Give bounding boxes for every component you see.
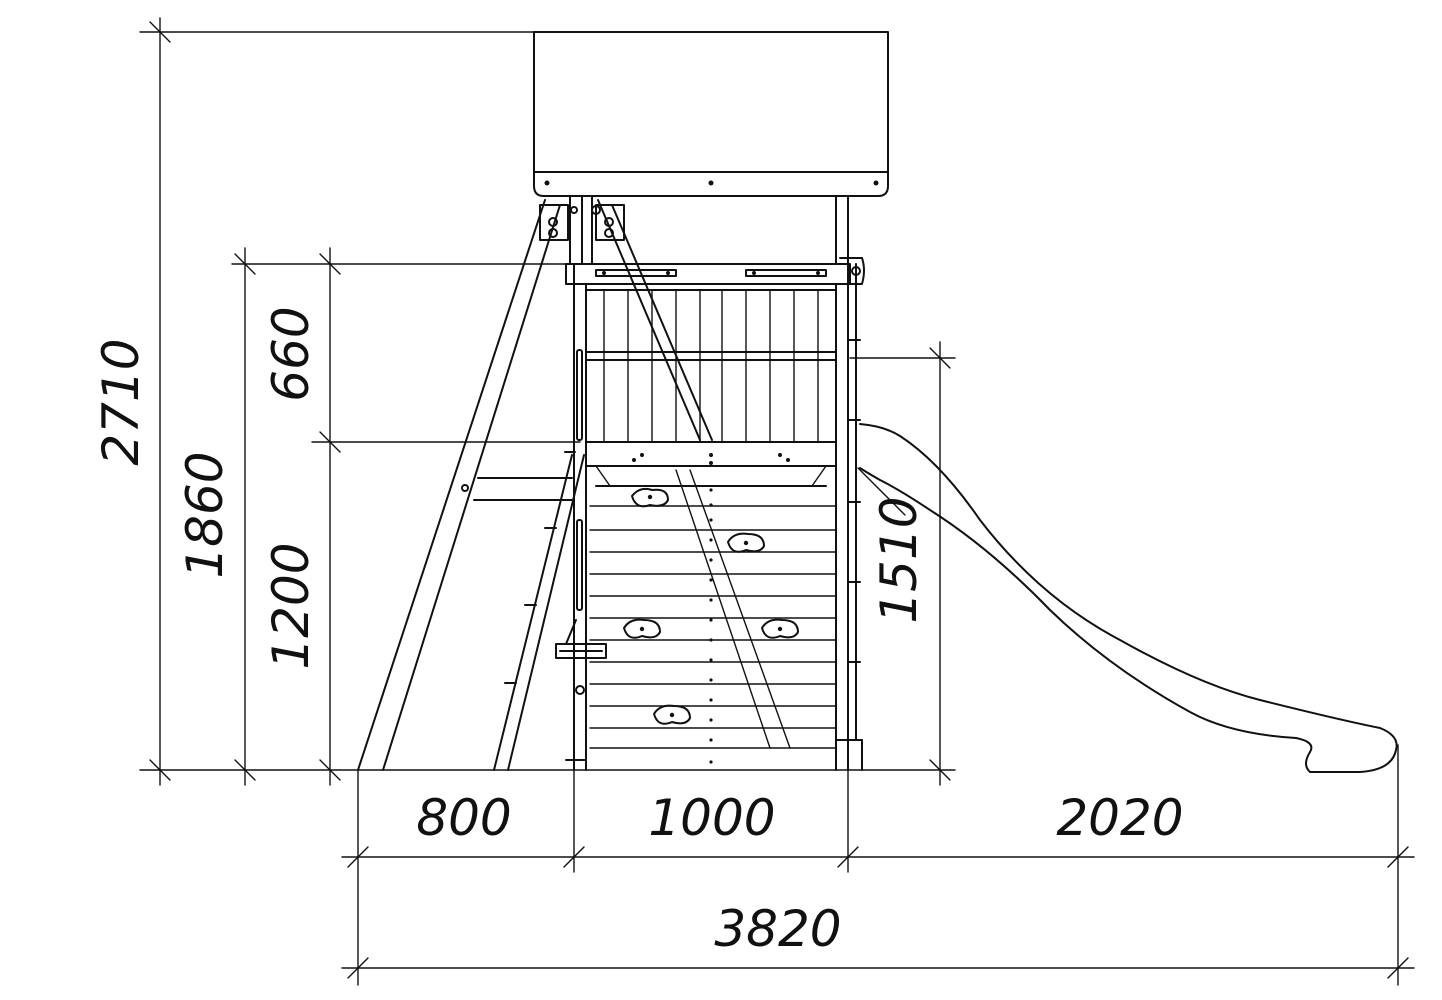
climbing-hold-1 bbox=[631, 487, 669, 508]
dimension-labels: 2710 1860 660 1200 1510 800 1000 2020 38… bbox=[92, 306, 1184, 958]
roof-canopy bbox=[533, 31, 889, 197]
climbing-hold-4 bbox=[761, 618, 799, 639]
dim-slide-height: 1510 bbox=[870, 496, 928, 623]
dim-center-width: 1000 bbox=[648, 789, 775, 847]
dimension-lines bbox=[139, 17, 1415, 986]
dim-total-width: 3820 bbox=[714, 900, 841, 958]
swing-seat bbox=[555, 619, 607, 659]
climbing-hold-5 bbox=[653, 704, 691, 725]
dim-total-height: 2710 bbox=[92, 338, 150, 465]
slide bbox=[857, 423, 1398, 773]
climbing-hold-3 bbox=[623, 618, 661, 639]
dim-right-width: 2020 bbox=[1056, 789, 1183, 847]
climbing-holds bbox=[623, 487, 799, 725]
right-ladder bbox=[839, 257, 865, 741]
dim-lower-section: 1200 bbox=[262, 542, 320, 669]
playground-structure bbox=[357, 31, 1398, 773]
dim-left-width: 800 bbox=[416, 789, 511, 847]
tower-frame bbox=[565, 263, 863, 771]
dim-upper-section: 660 bbox=[262, 306, 320, 401]
climbing-hold-2 bbox=[727, 532, 765, 553]
a-frame-legs bbox=[357, 199, 713, 771]
dim-deck-height: 1860 bbox=[176, 451, 234, 578]
